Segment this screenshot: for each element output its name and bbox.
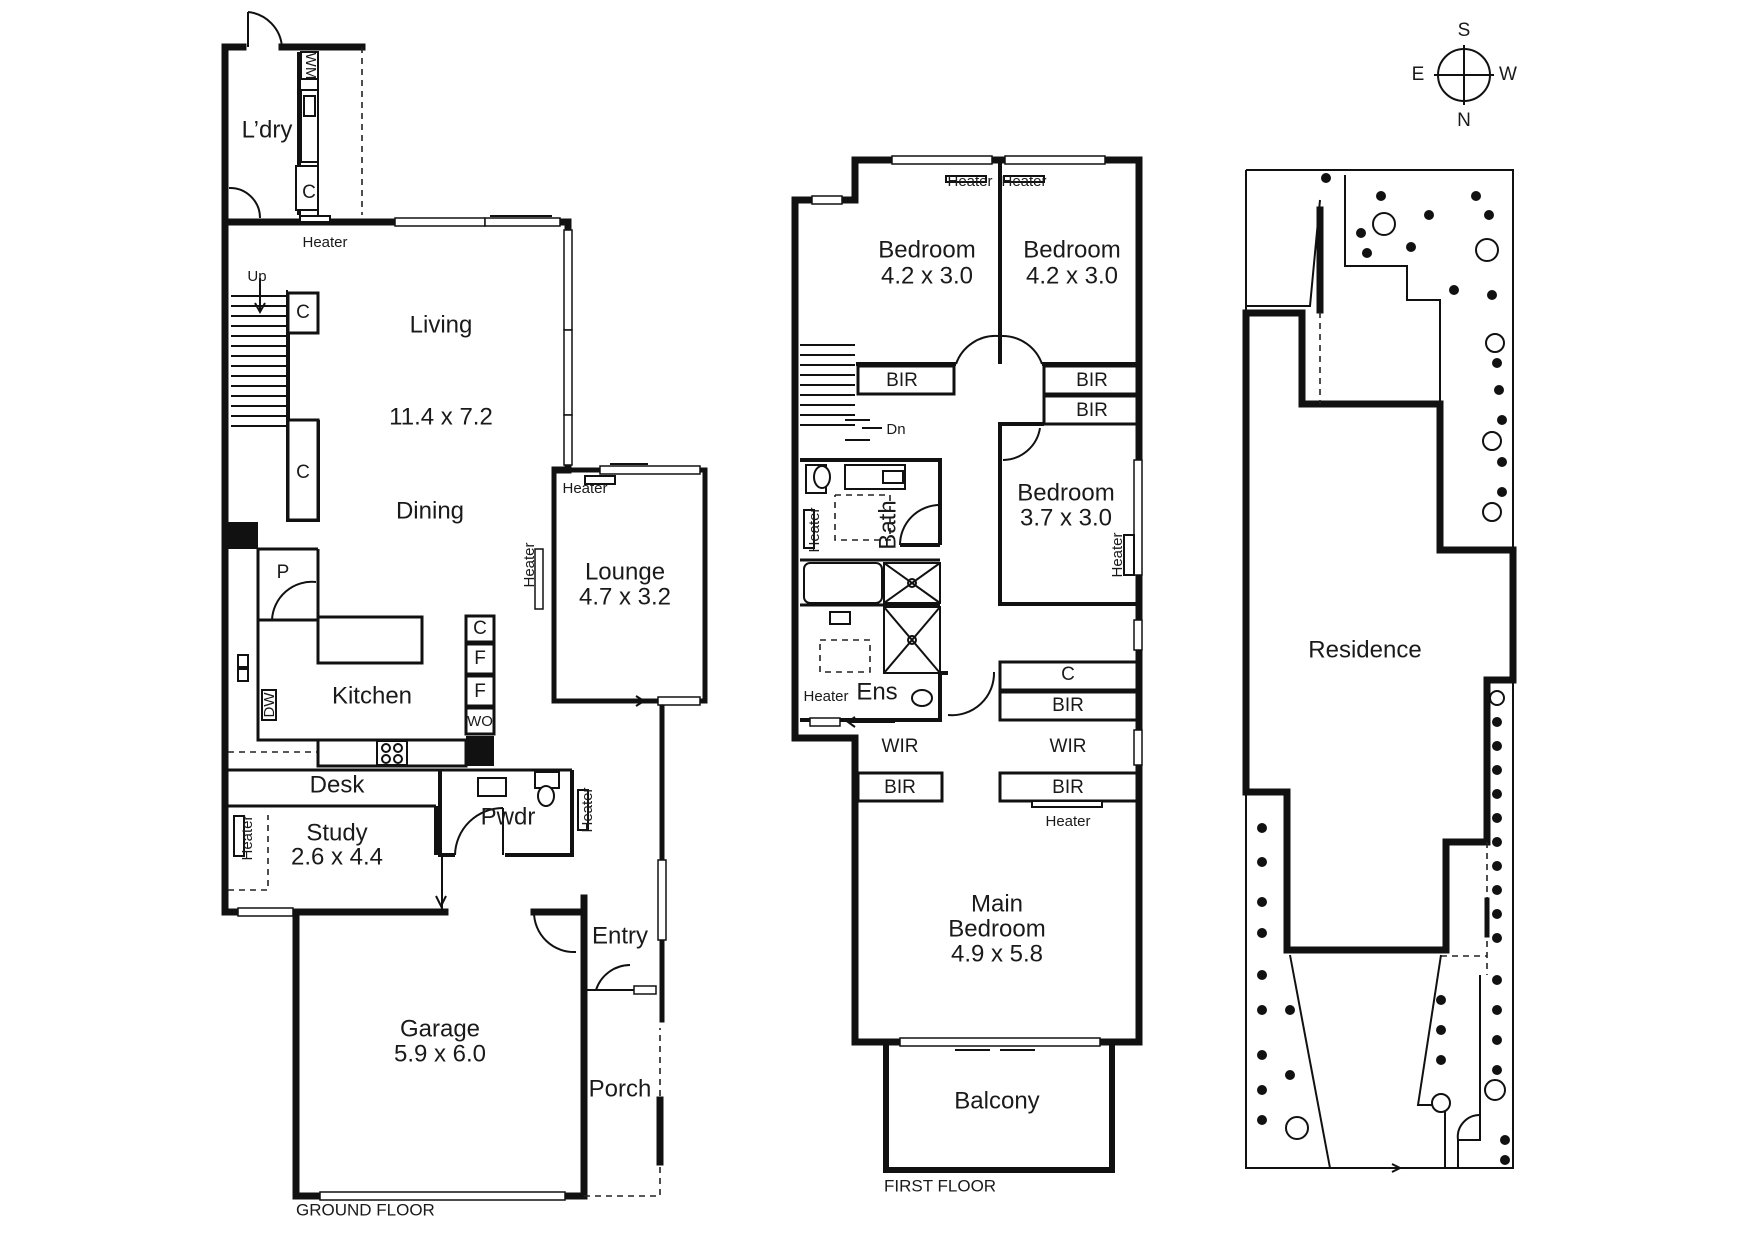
lounge-label: Lounge (585, 558, 665, 585)
kitchen-label: Kitchen (332, 682, 412, 709)
entry-label: Entry (592, 922, 648, 949)
compass-south-label: S (1458, 20, 1471, 41)
stairs-down-label: Dn (886, 421, 905, 438)
powder-heater-label: Heater (579, 787, 596, 832)
ground-floor-caption: GROUND FLOOR (296, 1200, 435, 1219)
compass-north-label: N (1457, 110, 1471, 131)
cooktop (376, 740, 408, 766)
stairs-ground (231, 278, 288, 432)
bedroom2-label: Bedroom (1023, 236, 1120, 263)
powder-room-label: Pwdr (481, 803, 536, 830)
bath-heater-label: Heater (806, 507, 823, 552)
bedroom2-size-label: 4.2 x 3.0 (1026, 262, 1118, 289)
pantry-label: P (277, 562, 290, 583)
desk-label: Desk (310, 771, 366, 798)
bath-label: Bath (874, 500, 901, 549)
main-bedroom-size-label: 4.9 x 5.8 (951, 940, 1043, 967)
bir-label-1: BIR (886, 370, 918, 391)
wir-label-2: WIR (1050, 736, 1087, 757)
stairs-up-label: Up (247, 268, 266, 285)
dishwasher-label: DW (261, 692, 278, 718)
washing-machine-label: WM (302, 53, 319, 80)
wir-label-1: WIR (882, 736, 919, 757)
garage-label: Garage (400, 1015, 480, 1042)
lounge-size-label: 4.7 x 3.2 (579, 583, 671, 610)
bedroom3-label: Bedroom (1017, 479, 1114, 506)
study-label: Study (306, 819, 367, 846)
cupboard-label-2: C (296, 462, 310, 483)
compass-east-label: E (1412, 64, 1425, 85)
first-floor-caption: FIRST FLOOR (884, 1176, 996, 1195)
balcony-label: Balcony (954, 1087, 1039, 1114)
main-bedroom-label-line1: Main (971, 890, 1023, 917)
laundry-cupboard-label: C (302, 182, 316, 203)
first-floor-labels: Heater Heater Bedroom 4.2 x 3.0 Bedroom … (803, 173, 1125, 1196)
ensuite-heater-label: Heater (803, 688, 848, 705)
bedroom2-heater-label: Heater (1001, 173, 1046, 190)
bedroom1-heater-label: Heater (947, 173, 992, 190)
porch-label: Porch (589, 1075, 652, 1102)
cupboard-label-3: C (473, 618, 487, 639)
compass-west-label: W (1499, 64, 1517, 85)
site-trees (1257, 173, 1510, 1165)
bedroom1-size-label: 4.2 x 3.0 (881, 262, 973, 289)
ground-floor-plan (221, 11, 708, 1201)
bedroom3-size-label: 3.7 x 3.0 (1020, 504, 1112, 531)
bir-label-5: BIR (884, 777, 916, 798)
cupboard-label-first: C (1061, 664, 1075, 685)
study-heater-label: Heater (239, 815, 256, 860)
cupboard-label-1: C (296, 302, 310, 323)
bir-label-6: BIR (1052, 777, 1084, 798)
bir-label-2: BIR (1076, 370, 1108, 391)
bir-label-4: BIR (1052, 695, 1084, 716)
compass-rose: S N E W (1412, 20, 1517, 131)
laundry-heater-label: Heater (302, 234, 347, 251)
main-bedroom-label-line2: Bedroom (948, 915, 1045, 942)
dining-label: Dining (396, 497, 464, 524)
first-floor-plan (791, 155, 1143, 1173)
laundry-label: L’dry (242, 116, 293, 143)
fridge-label-2: F (474, 681, 486, 702)
bir-label-3: BIR (1076, 400, 1108, 421)
lounge-heater-label-side: Heater (521, 542, 538, 587)
ground-floor-labels: L’dry WM C Heater Up C C Living 11.4 x 7… (239, 53, 671, 1220)
residence-label: Residence (1308, 636, 1421, 663)
stairs-first (800, 344, 882, 441)
living-label: Living (410, 311, 473, 338)
bedroom1-label: Bedroom (878, 236, 975, 263)
ensuite-label: Ens (856, 678, 897, 705)
garage-size-label: 5.9 x 6.0 (394, 1040, 486, 1067)
fridge-label-1: F (474, 648, 486, 669)
site-plan: Residence (1242, 169, 1517, 1173)
main-bedroom-heater-label: Heater (1045, 813, 1090, 830)
study-size-label: 2.6 x 4.4 (291, 843, 383, 870)
living-size-label: 11.4 x 7.2 (389, 403, 493, 430)
wall-oven-label: WO (467, 713, 493, 730)
lounge-heater-label-top: Heater (562, 480, 607, 497)
bedroom3-heater-label: Heater (1109, 532, 1126, 577)
